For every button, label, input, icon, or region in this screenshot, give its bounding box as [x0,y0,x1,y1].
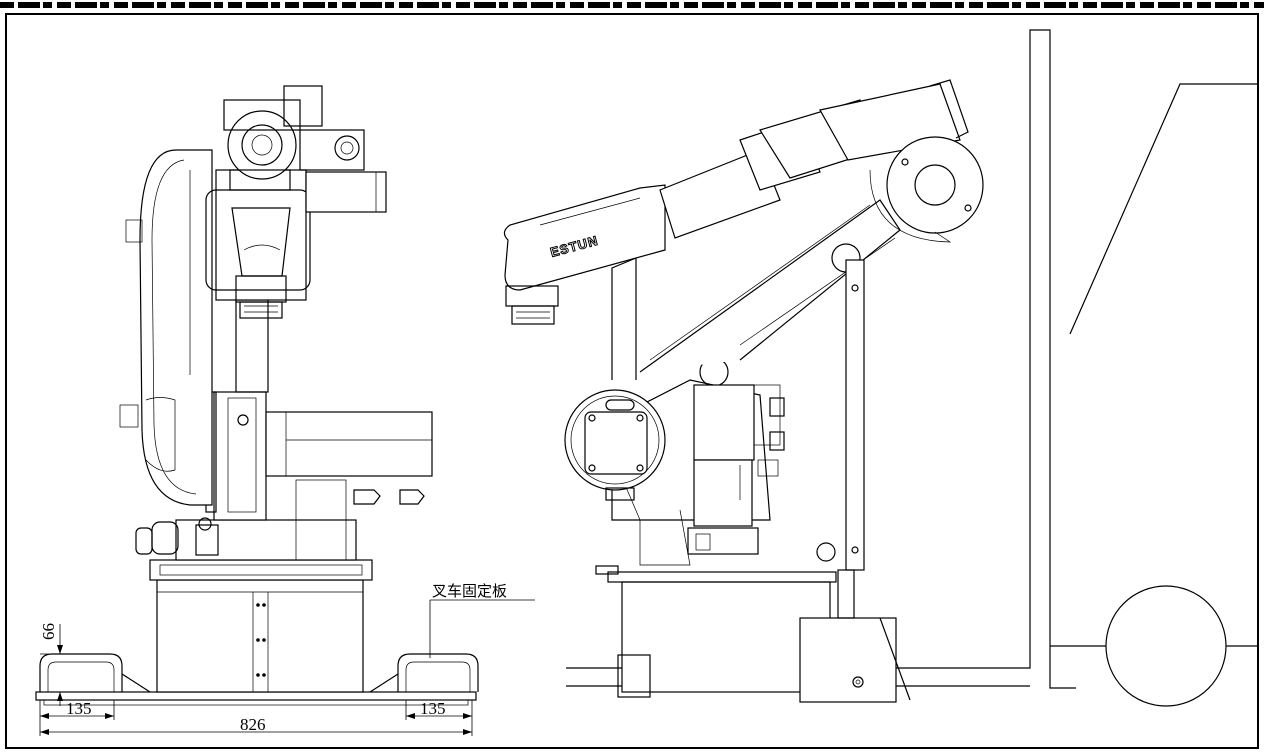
dim-135-right-label: 135 [420,699,446,718]
forklift-outline [1050,83,1258,707]
robot-front-view [35,85,479,706]
robot-side-view: ESTUN [503,29,1076,703]
dimension-lines [39,599,535,736]
dim-135-left-label: 135 [66,699,92,718]
dim-826-label: 826 [240,715,266,734]
dim-66-label: 66 [39,623,58,640]
drawing-frame [5,13,1259,749]
forklift-plate-label: 叉车固定板 [432,582,507,600]
